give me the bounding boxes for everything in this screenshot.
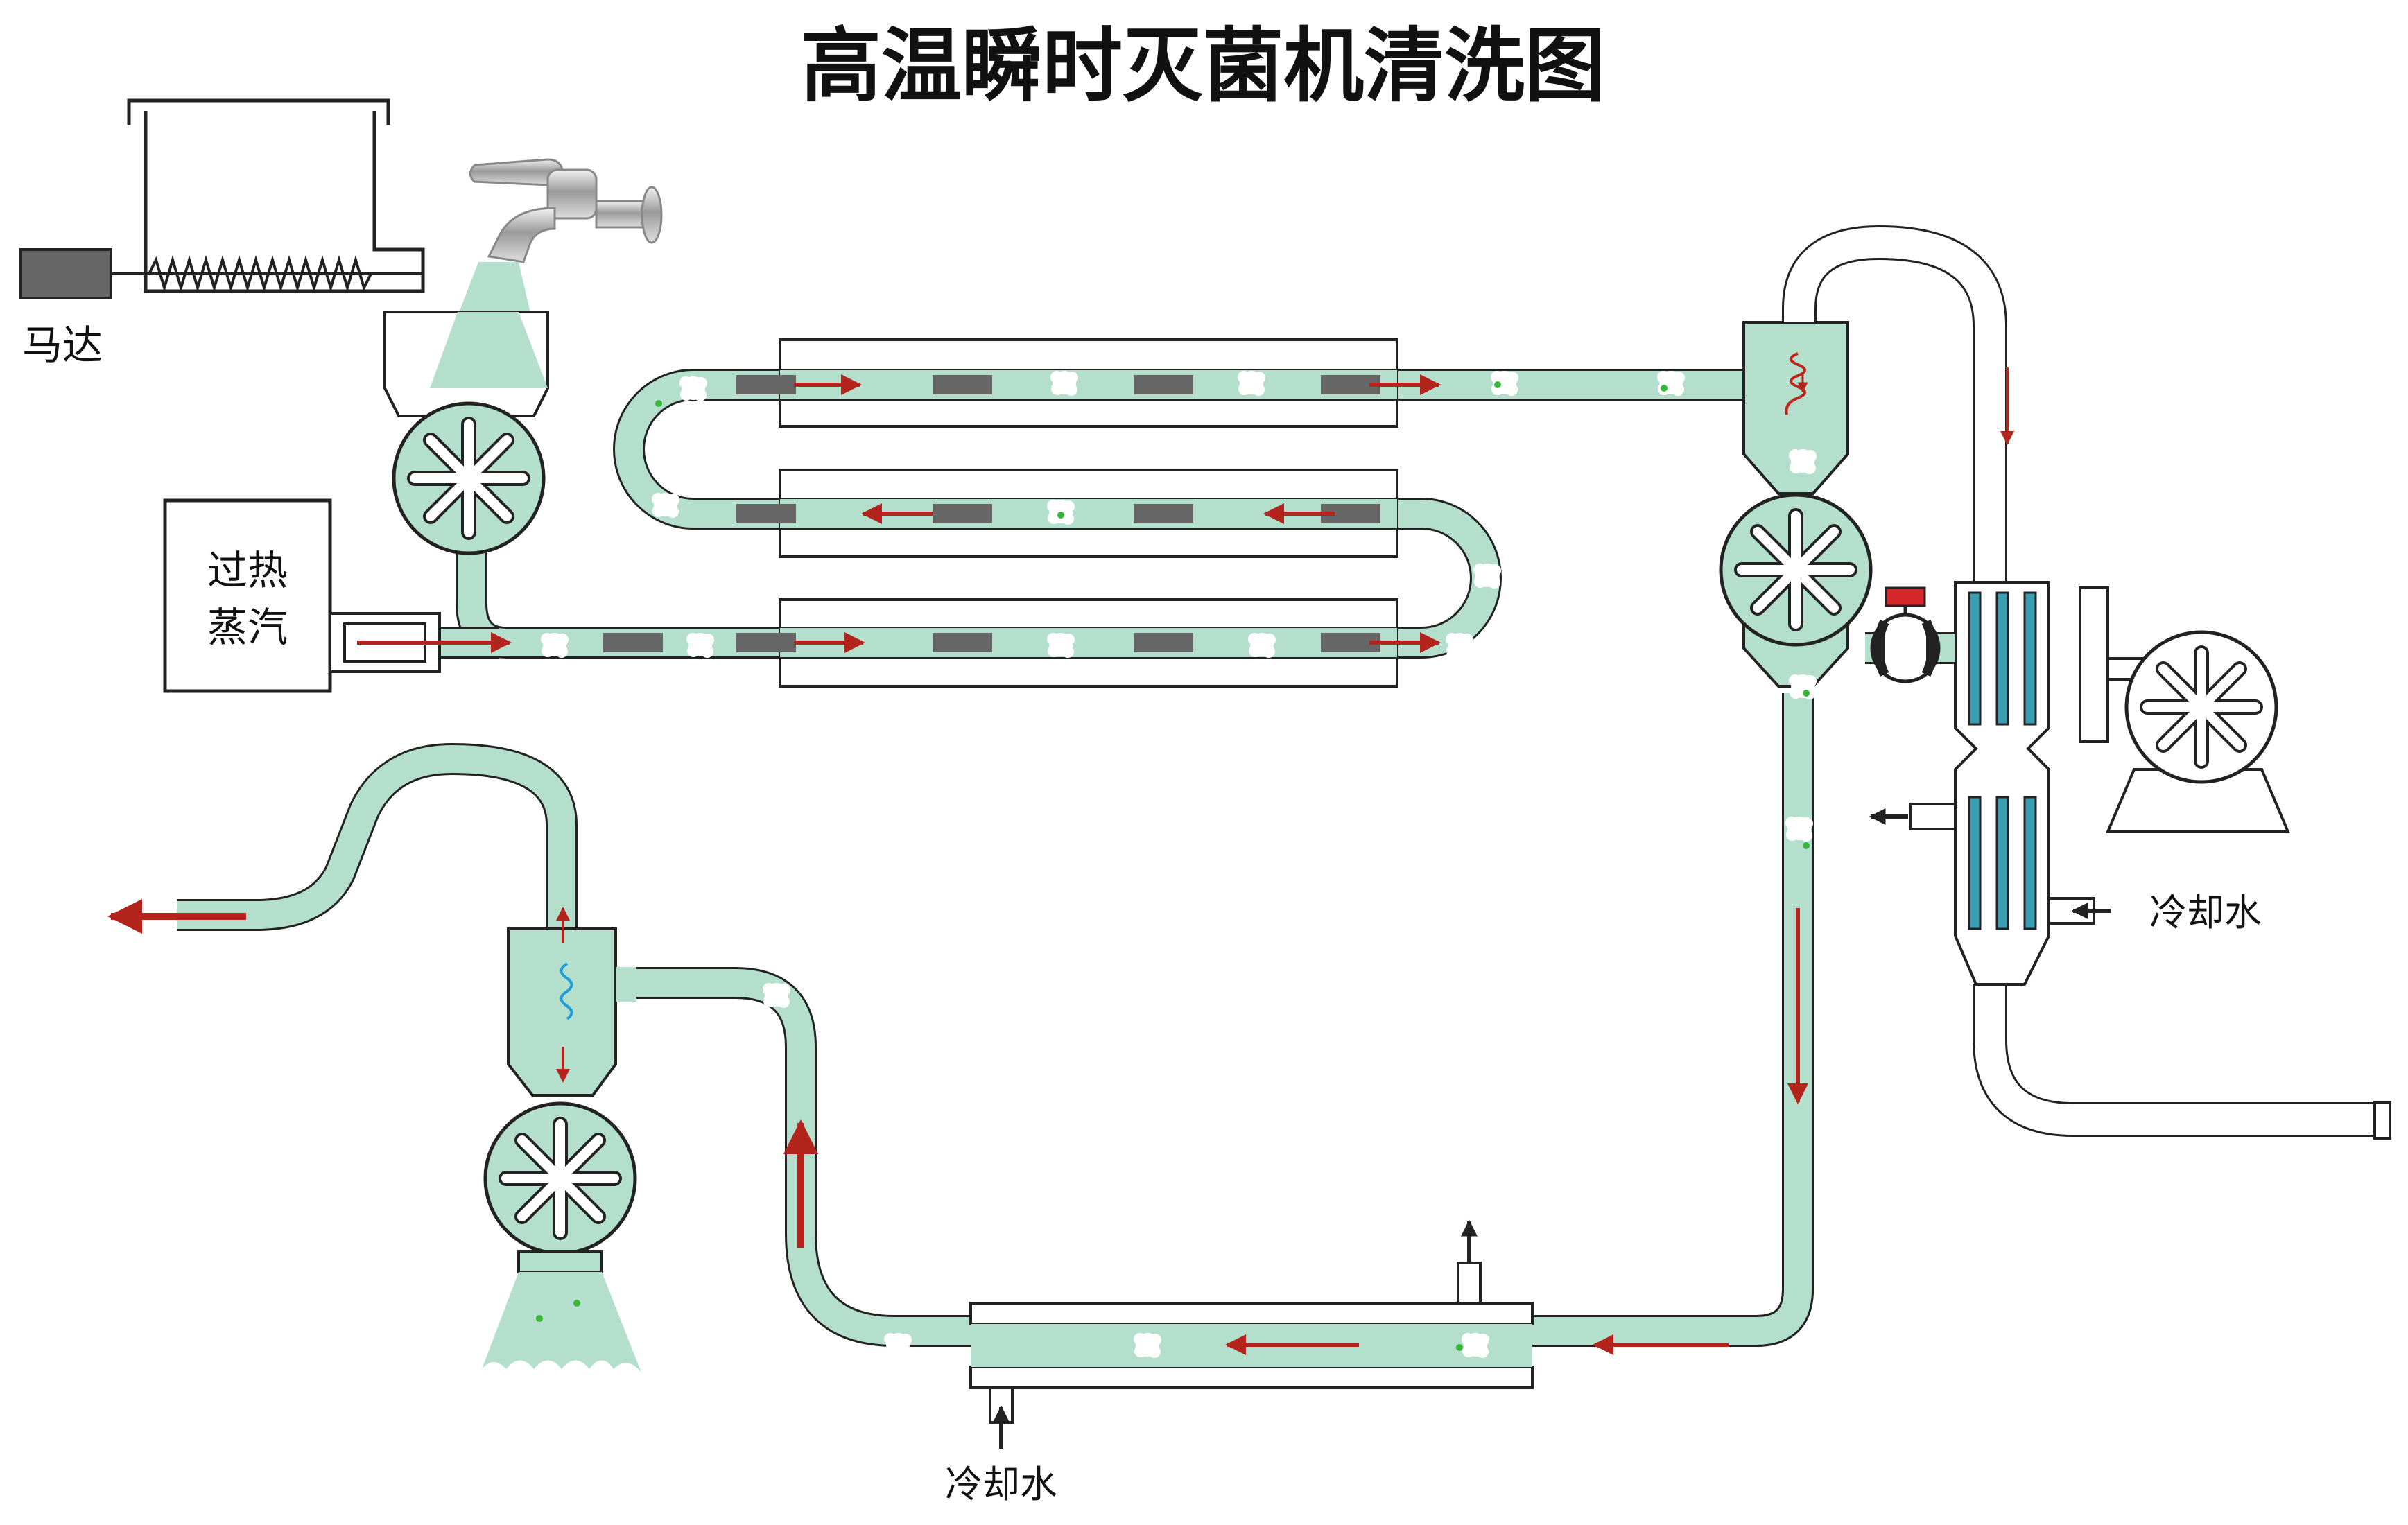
steam-spiral-icon [560, 962, 573, 1020]
steam-spiral-icon [1785, 352, 1806, 415]
heated-tank [111, 98, 425, 293]
pump-impeller-icon [1721, 495, 1871, 645]
water-faucet-icon [469, 158, 663, 263]
heating-blocks [603, 375, 1380, 652]
cooling-water-label-right: 冷却水 [2149, 891, 2262, 934]
cooling-water-label-bottom: 冷却水 [945, 1463, 1057, 1506]
pump-impeller-icon [2127, 632, 2276, 782]
debris [536, 381, 1810, 1351]
flow-arrows [107, 367, 2014, 1355]
cooling-pipe [582, 693, 1814, 1449]
outlet-pump [177, 743, 641, 1372]
steam-label-line2: 蒸汽 [207, 604, 288, 651]
pump-impeller-icon [485, 1104, 635, 1253]
motor-label: 马达 [22, 322, 103, 369]
diagram-title: 高温瞬时灭菌机清洗图 [801, 19, 1605, 113]
flash-vessel [1560, 321, 1871, 1347]
superheated-steam-box [163, 498, 332, 693]
vacuum-condenser [1782, 225, 2391, 1140]
motor-icon [19, 248, 112, 299]
vacuum-valve [1870, 586, 1941, 683]
steam-label-line1: 过热 [207, 547, 288, 594]
pump-impeller-icon [394, 403, 544, 553]
